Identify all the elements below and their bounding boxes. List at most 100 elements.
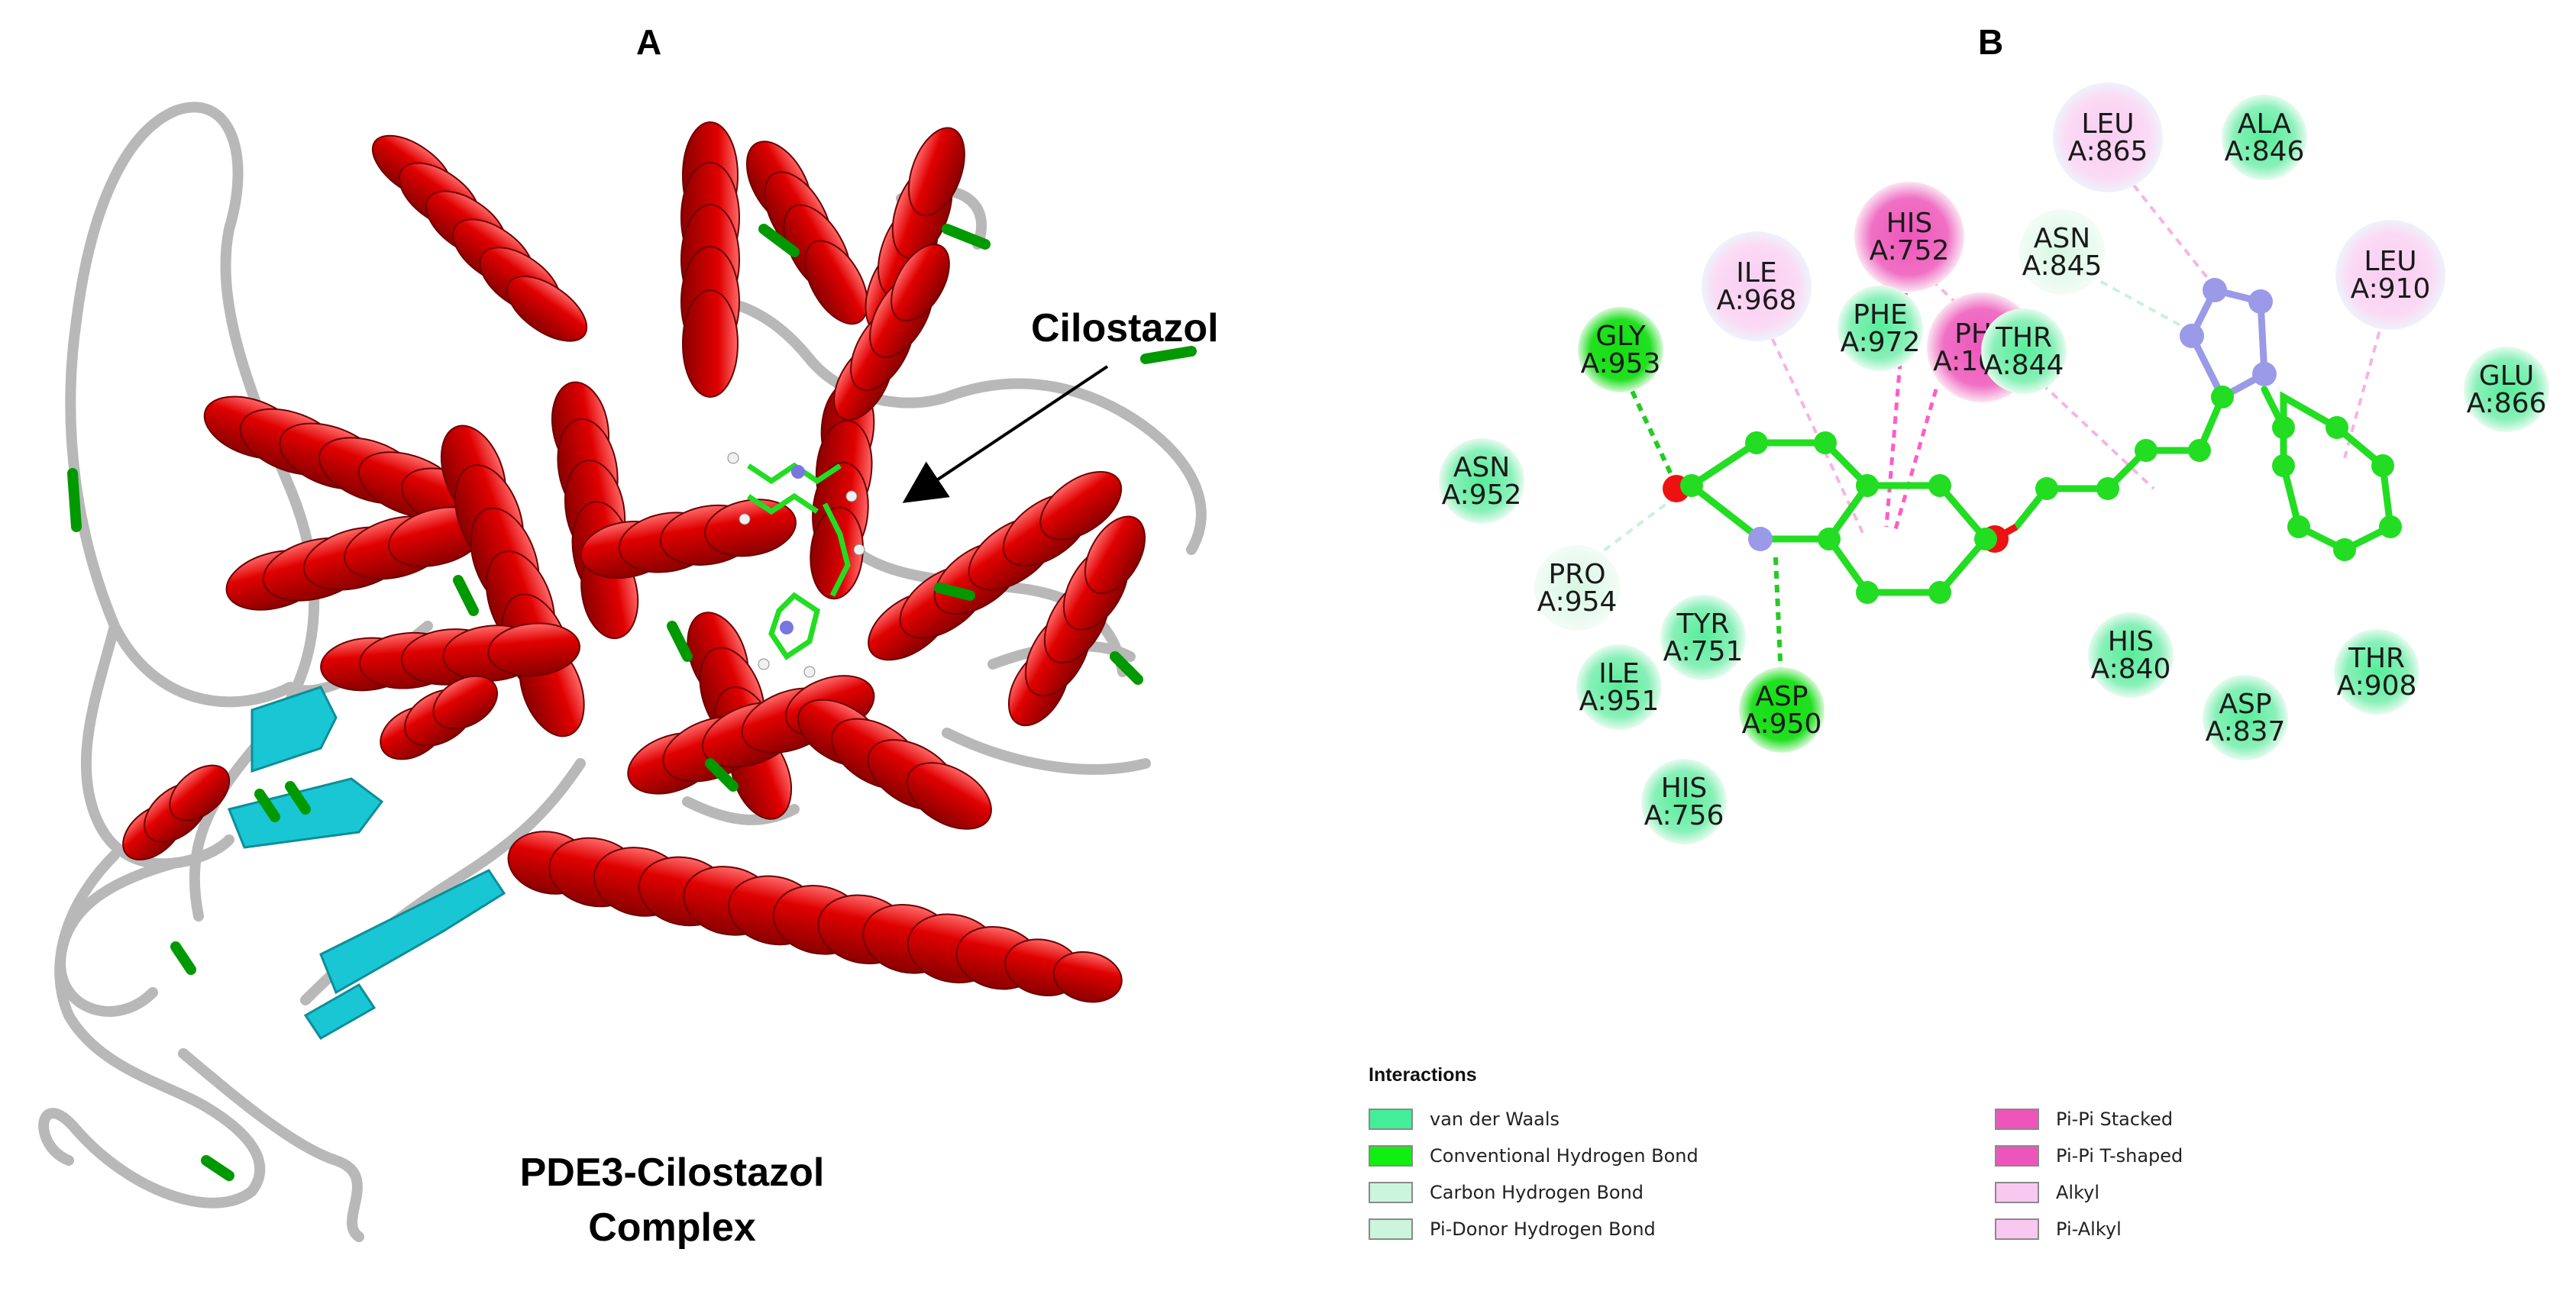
nitrogen-atom xyxy=(2252,362,2277,386)
carbon-atom xyxy=(1818,528,1841,550)
residue-pro-954: PROA:954 xyxy=(1534,545,1620,631)
nitrogen-atom xyxy=(1748,527,1773,551)
carbon-atom xyxy=(1745,431,1768,454)
residue-gly-953: GLYA:953 xyxy=(1578,307,1663,392)
carbon-atom xyxy=(2287,515,2310,538)
residue-id: A:844 xyxy=(1984,350,2064,381)
residue-id: A:952 xyxy=(1442,479,1522,511)
residue-ile-968: ILEA:968 xyxy=(1702,231,1812,341)
residue-thr-844: THRA:844 xyxy=(1981,308,2067,394)
residue-id: A:751 xyxy=(1663,636,1744,667)
residue-name: PHE xyxy=(1853,299,1908,331)
residue-ala-846: ALAA:846 xyxy=(2222,95,2307,180)
legend-label: Pi-Pi Stacked xyxy=(2056,1109,2173,1130)
residue-id: A:954 xyxy=(1537,586,1618,618)
legend-label: Conventional Hydrogen Bond xyxy=(1430,1145,1698,1167)
nitrogen-atom xyxy=(2203,278,2227,302)
residue-id: A:756 xyxy=(1644,800,1724,831)
residue-glu-866: GLUA:866 xyxy=(2464,347,2549,432)
carbon-atom xyxy=(1974,528,1997,550)
carbon-atom xyxy=(2188,439,2211,462)
carbon-atom xyxy=(2326,416,2348,439)
legend-item-alkyl: Alkyl xyxy=(1995,1179,2099,1206)
residue-name: THR xyxy=(1995,322,2052,353)
residue-id: A:908 xyxy=(2337,670,2417,702)
residue-name: ASP xyxy=(1755,681,1808,712)
residue-name: TYR xyxy=(1676,608,1730,640)
legend-swatch xyxy=(1995,1182,2039,1203)
legend-swatch xyxy=(1369,1109,1413,1130)
legend-item-pi-donor-hbond: Pi-Donor Hydrogen Bond xyxy=(1369,1215,1656,1243)
residue-id: A:866 xyxy=(2467,388,2547,419)
nitrogen-atom xyxy=(2248,289,2273,314)
residue-name: LEU xyxy=(2364,246,2416,277)
residue-name: ILE xyxy=(1736,257,1776,289)
residue-ile-951: ILEA:951 xyxy=(1576,644,1662,730)
carbon-atom xyxy=(2333,538,2356,561)
carbon-atom xyxy=(2371,454,2394,477)
residue-id: A:951 xyxy=(1579,686,1660,717)
residue-name: HIS xyxy=(2108,626,2154,657)
legend-label: van der Waals xyxy=(1430,1109,1559,1130)
legend-label: Pi-Pi T-shaped xyxy=(2056,1145,2183,1167)
legend-swatch xyxy=(1995,1145,2039,1167)
interaction-legend: Interactions van der Waals Conventional … xyxy=(1369,1064,2361,1263)
residue-name: PRO xyxy=(1548,559,1605,590)
carbon-atom xyxy=(1928,581,1951,604)
legend-swatch xyxy=(1369,1145,1413,1167)
residue-name: ASN xyxy=(1453,452,1510,483)
carbon-atom xyxy=(1856,474,1879,497)
legend-item-van-der-waals: van der Waals xyxy=(1369,1105,1559,1133)
legend-item-conventional-hbond: Conventional Hydrogen Bond xyxy=(1369,1142,1698,1170)
carbon-atom xyxy=(2135,439,2157,462)
residue-name: THR xyxy=(2348,643,2405,674)
residue-name: GLU xyxy=(2479,360,2535,392)
carbon-atom xyxy=(2379,515,2402,538)
residue-id: A:845 xyxy=(2022,250,2102,282)
carbon-atom xyxy=(2272,416,2295,439)
residue-his-840: HISA:840 xyxy=(2088,612,2174,698)
carbon-atom xyxy=(2035,477,2058,500)
legend-label: Alkyl xyxy=(2056,1182,2099,1203)
legend-swatch xyxy=(1995,1218,2039,1240)
legend-item-pi-pi-t-shaped: Pi-Pi T-shaped xyxy=(1995,1142,2183,1170)
residue-name: HIS xyxy=(1886,208,1933,239)
legend-swatch xyxy=(1995,1109,2039,1130)
residue-name: ASP xyxy=(2219,689,2271,720)
butyl-chain xyxy=(2016,397,2222,527)
residue-id: A:846 xyxy=(2225,136,2305,167)
carbon-atom xyxy=(1814,431,1837,454)
legend-swatch xyxy=(1369,1218,1413,1240)
residue-id: A:910 xyxy=(2351,273,2431,305)
legend-item-carbon-hbond: Carbon Hydrogen Bond xyxy=(1369,1179,1644,1206)
nitrogen-atom xyxy=(2180,324,2204,348)
legend-swatch xyxy=(1369,1182,1413,1203)
residue-id: A:968 xyxy=(1717,285,1797,316)
residue-asp-837: ASPA:837 xyxy=(2203,675,2288,760)
residue-leu-910: LEUA:910 xyxy=(2335,220,2445,330)
carbon-atom xyxy=(2272,454,2295,477)
residue-name: ILE xyxy=(1598,658,1639,689)
residue-name: ALA xyxy=(2238,108,2292,140)
carbon-atom xyxy=(1680,474,1703,497)
legend-label: Pi-Alkyl xyxy=(2056,1218,2122,1240)
legend-item-pi-pi-stacked: Pi-Pi Stacked xyxy=(1995,1105,2173,1133)
residue-id: A:950 xyxy=(1742,708,1822,740)
residue-id: A:837 xyxy=(2206,716,2286,747)
pi-pi-line xyxy=(1894,389,1936,534)
residue-id: A:953 xyxy=(1581,348,1661,379)
residue-name: LEU xyxy=(2081,108,2134,140)
carbon-atom xyxy=(2096,477,2119,500)
legend-item-pi-alkyl: Pi-Alkyl xyxy=(1995,1215,2122,1243)
legend-label: Pi-Donor Hydrogen Bond xyxy=(1430,1218,1656,1240)
carbon-atom xyxy=(1928,474,1951,497)
legend-label: Carbon Hydrogen Bond xyxy=(1430,1182,1644,1203)
carbon-atom xyxy=(1856,581,1879,604)
